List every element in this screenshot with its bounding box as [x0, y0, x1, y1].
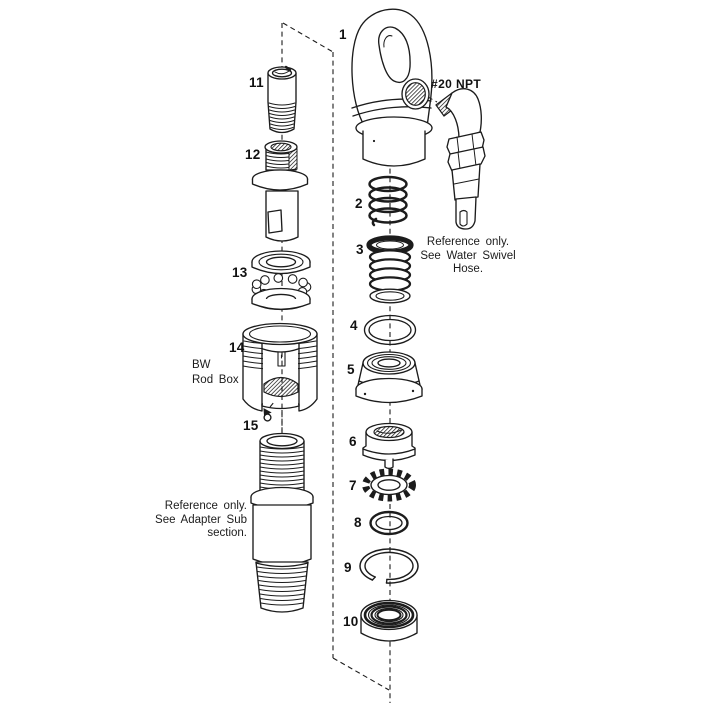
part-label-3: 3 — [356, 242, 364, 257]
rod-box-part-14 — [242, 322, 318, 440]
spindle-part-12 — [251, 140, 309, 242]
bearing-part-10 — [360, 599, 418, 642]
part-label-10: 10 — [343, 614, 359, 629]
adapter-sub-reference — [250, 432, 314, 613]
thrust-bearing-part-13 — [251, 250, 312, 311]
part-label-8: 8 — [354, 515, 362, 530]
part-label-9: 9 — [344, 560, 352, 575]
part-label-11: 11 — [249, 75, 264, 90]
spring-part-2 — [368, 175, 408, 227]
part-label-5: 5 — [347, 362, 355, 377]
packing-stack-part-3 — [366, 235, 414, 304]
part-label-2: 2 — [355, 196, 363, 211]
bearing-housing-part-5 — [355, 351, 423, 404]
water-swivel-note-line2: See Water Swivel — [420, 249, 516, 262]
part-label-7: 7 — [349, 478, 357, 493]
water-swivel-note: Reference only. See Water Swivel Hose. — [406, 236, 530, 277]
rod-box-label-line2: Rod Box — [192, 374, 239, 386]
adapter-sub-note: Reference only. See Adapter Sub section. — [147, 500, 247, 541]
rod-box-label-line1: BW — [192, 359, 211, 371]
gland-nut-part-6 — [362, 422, 416, 470]
part-label-13: 13 — [232, 265, 248, 280]
part-label-15: 15 — [243, 418, 259, 433]
boundary-dashed-line — [282, 22, 390, 691]
rod-box-label: BW Rod Box — [192, 358, 239, 388]
stem-part-11 — [267, 65, 297, 134]
water-swivel-note-line1: Reference only. — [426, 236, 510, 248]
adapter-sub-note-line3: section. — [207, 527, 247, 539]
part-label-4: 4 — [350, 318, 358, 333]
snap-ring-part-9 — [359, 548, 419, 584]
adapter-sub-note-line2: See Adapter Sub — [155, 513, 247, 526]
part-label-6: 6 — [349, 434, 357, 449]
adapter-sub-note-line1: Reference only. — [164, 500, 247, 512]
part-label-12: 12 — [245, 147, 261, 162]
water-swivel-hose-reference — [427, 88, 486, 230]
swivel-bail-part-1 — [351, 8, 433, 167]
part-label-14: 14 — [229, 340, 245, 355]
water-swivel-note-line3: Hose. — [452, 263, 484, 275]
part-label-1: 1 — [339, 27, 347, 42]
o-ring-part-4 — [363, 314, 417, 346]
npt-port-label: #20 NPT — [431, 77, 482, 91]
washer-part-8 — [369, 510, 409, 536]
lock-washer-part-7 — [362, 468, 416, 502]
set-screw-part-15 — [263, 400, 276, 422]
